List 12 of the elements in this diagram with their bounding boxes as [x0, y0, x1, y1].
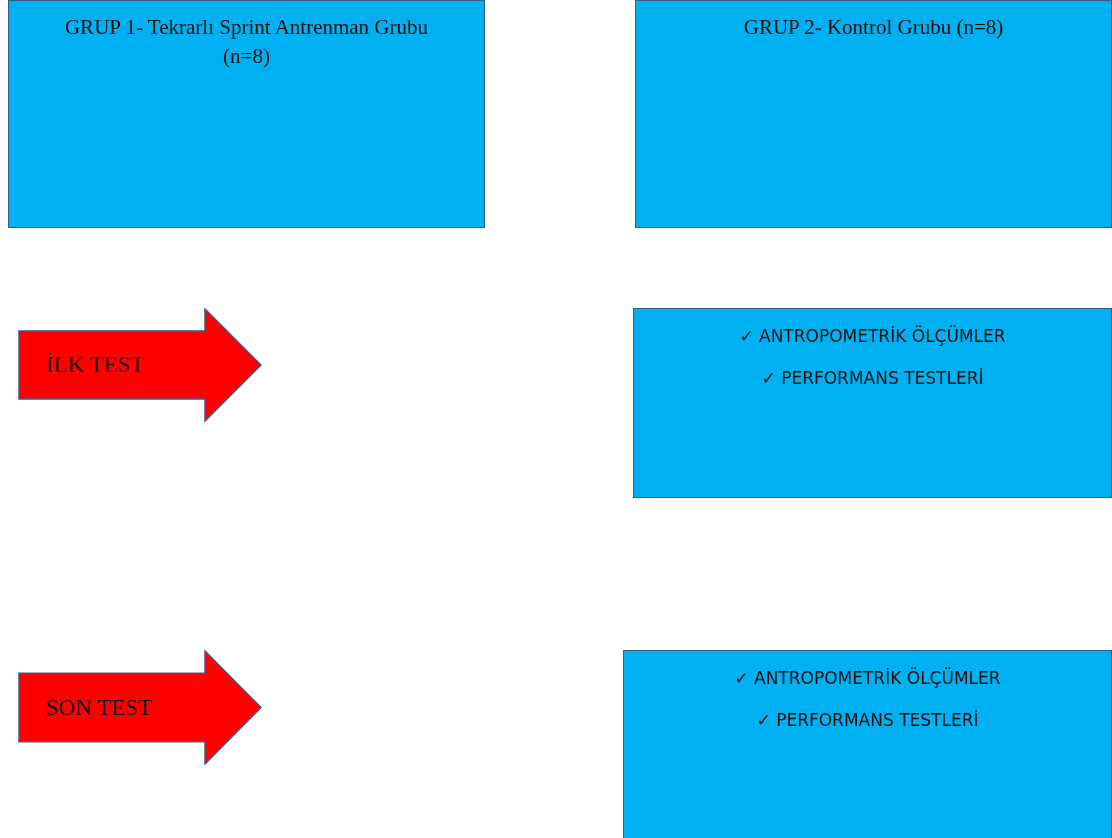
- checklist-item: ✓ ANTROPOMETRİK ÖLÇÜMLER: [738, 324, 1007, 348]
- test-box: [633, 308, 1112, 498]
- arrow-label: İLK TEST: [46, 352, 145, 378]
- test-box: [623, 650, 1112, 838]
- checklist-item: ✓ ANTROPOMETRİK ÖLÇÜMLER: [733, 666, 1002, 690]
- arrow-label: SON TEST: [46, 694, 153, 721]
- checklist-item: ✓ PERFORMANS TESTLERİ: [755, 709, 980, 732]
- group-box: [635, 0, 1112, 228]
- group-box: [8, 0, 485, 228]
- group-title: GRUP 2- Kontrol Grubu (n=8): [742, 14, 1005, 41]
- checklist-item: ✓ PERFORMANS TESTLERİ: [760, 367, 985, 390]
- group-title: GRUP 1- Tekrarlı Sprint Antrenman Grubu (n=8): [63, 14, 430, 70]
